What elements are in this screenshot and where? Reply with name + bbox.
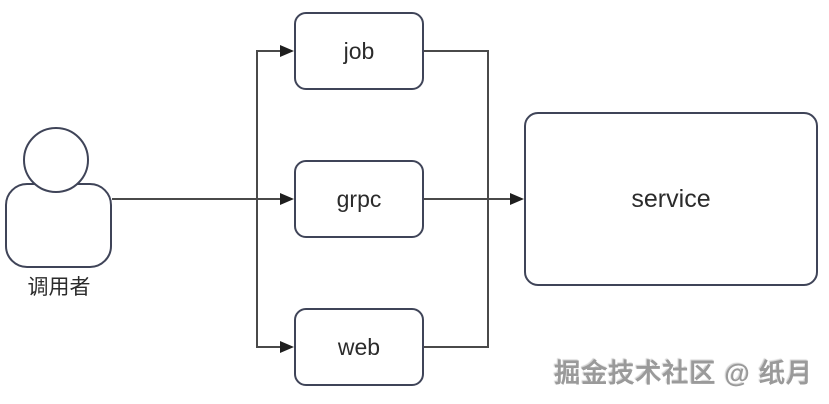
node-grpc-label: grpc	[336, 185, 382, 212]
node-job-label: job	[343, 37, 375, 64]
actor-head-icon	[23, 127, 89, 193]
actor-label: 调用者	[27, 276, 91, 299]
edge-branch-to-web-line	[257, 346, 282, 348]
edge-job-out-line	[424, 50, 489, 52]
edge-branch-to-job-line	[257, 50, 282, 52]
arrowhead-into-service-icon	[510, 193, 524, 205]
edge-actor-to-grpc-line	[112, 198, 282, 200]
edge-grpc-to-service-line	[424, 198, 512, 200]
edge-web-out-line	[424, 346, 489, 348]
arrowhead-into-web-icon	[280, 341, 294, 353]
arrowhead-into-grpc-icon	[280, 193, 294, 205]
actor-body-icon	[5, 183, 112, 268]
node-web-label: web	[337, 333, 381, 360]
node-service: service	[524, 112, 818, 286]
arrowhead-into-job-icon	[280, 45, 294, 57]
node-job: job	[294, 12, 424, 90]
edge-branch-vertical-line	[256, 50, 258, 348]
watermark-text: 掘金技术社区 @ 纸月	[554, 358, 813, 388]
node-grpc: grpc	[294, 160, 424, 238]
node-service-label: service	[631, 184, 711, 213]
node-web: web	[294, 308, 424, 386]
